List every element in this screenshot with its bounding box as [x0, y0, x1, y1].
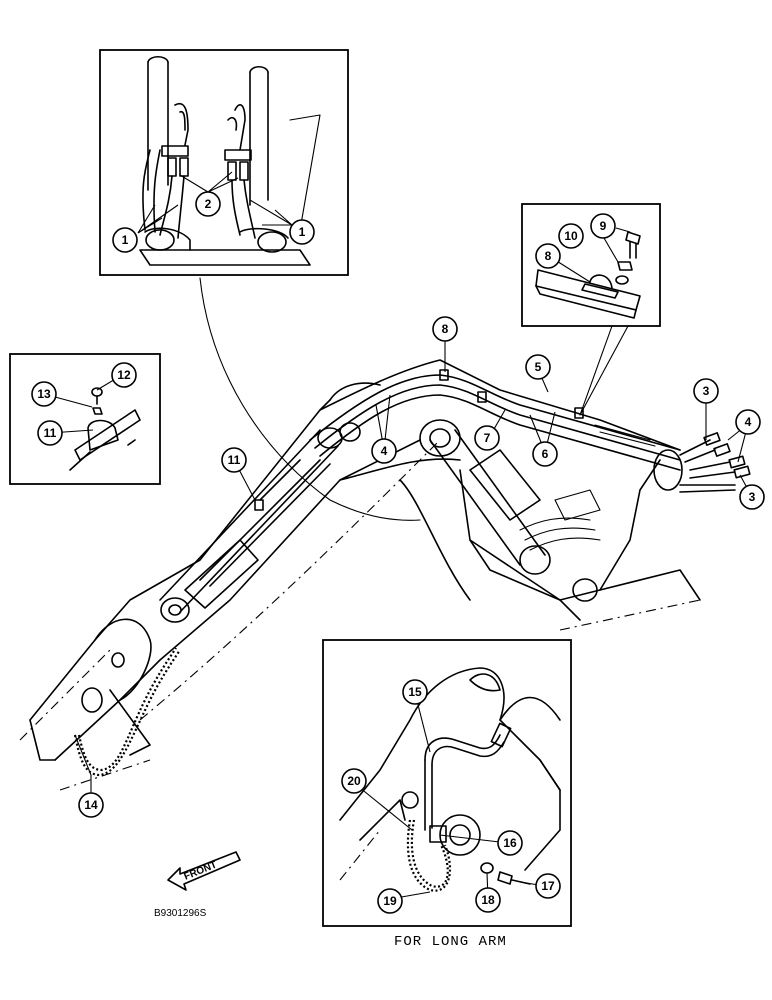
callout-3b: 3 — [739, 484, 765, 510]
callout-11a: 11 — [37, 420, 63, 446]
svg-text:18: 18 — [481, 893, 495, 907]
callout-13: 13 — [31, 381, 57, 407]
drawing-code: B9301296S — [154, 908, 207, 919]
svg-text:6: 6 — [542, 447, 549, 461]
svg-text:7: 7 — [484, 431, 491, 445]
inset-hose-clamp — [9, 353, 161, 485]
svg-text:4: 4 — [745, 415, 752, 429]
svg-text:8: 8 — [442, 322, 449, 336]
svg-text:20: 20 — [347, 774, 361, 788]
svg-text:3: 3 — [703, 384, 710, 398]
svg-text:14: 14 — [84, 798, 98, 812]
svg-text:12: 12 — [117, 368, 131, 382]
callout-4a: 4 — [735, 409, 761, 435]
callout-17: 17 — [535, 873, 561, 899]
callout-20: 20 — [341, 768, 367, 794]
callout-15: 15 — [402, 679, 428, 705]
callout-16: 16 — [497, 830, 523, 856]
svg-text:1: 1 — [122, 233, 129, 247]
callout-18: 18 — [475, 887, 501, 913]
callout-3a: 3 — [693, 378, 719, 404]
callout-10: 10 — [558, 223, 584, 249]
callouts: 1 2 1 9 10 8 8 5 3 4 3 12 13 11 11 4 7 6… — [31, 191, 765, 914]
callout-9: 9 — [590, 213, 616, 239]
callout-1a: 1 — [112, 227, 138, 253]
svg-text:1: 1 — [299, 225, 306, 239]
svg-text:4: 4 — [381, 444, 388, 458]
callout-1b: 1 — [289, 219, 315, 245]
callout-5: 5 — [525, 354, 551, 380]
svg-text:13: 13 — [37, 387, 51, 401]
svg-text:8: 8 — [545, 249, 552, 263]
svg-text:2: 2 — [205, 197, 212, 211]
long-arm-caption: FOR LONG ARM — [394, 934, 507, 950]
callout-8a: 8 — [535, 243, 561, 269]
svg-text:3: 3 — [749, 490, 756, 504]
excavator-boom-assembly — [19, 359, 751, 791]
callout-12: 12 — [111, 362, 137, 388]
svg-text:11: 11 — [228, 453, 241, 467]
callout-11: 11 — [221, 447, 247, 473]
callout-6: 6 — [532, 441, 558, 467]
svg-text:9: 9 — [600, 219, 607, 233]
callout-14: 14 — [78, 792, 104, 818]
svg-text:17: 17 — [541, 879, 555, 893]
svg-text:16: 16 — [503, 836, 517, 850]
inset-clamp-detail — [521, 203, 661, 416]
svg-text:19: 19 — [383, 894, 397, 908]
callout-2: 2 — [195, 191, 221, 217]
svg-text:15: 15 — [408, 685, 422, 699]
callout-8: 8 — [432, 316, 458, 342]
svg-text:11: 11 — [44, 426, 57, 440]
front-arrow-icon: FRONT — [167, 851, 241, 891]
svg-text:5: 5 — [535, 360, 542, 374]
callout-19: 19 — [377, 888, 403, 914]
callout-7: 7 — [474, 425, 500, 451]
svg-text:10: 10 — [564, 229, 578, 243]
callout-4: 4 — [371, 438, 397, 464]
front-label: FRONT — [183, 860, 219, 883]
